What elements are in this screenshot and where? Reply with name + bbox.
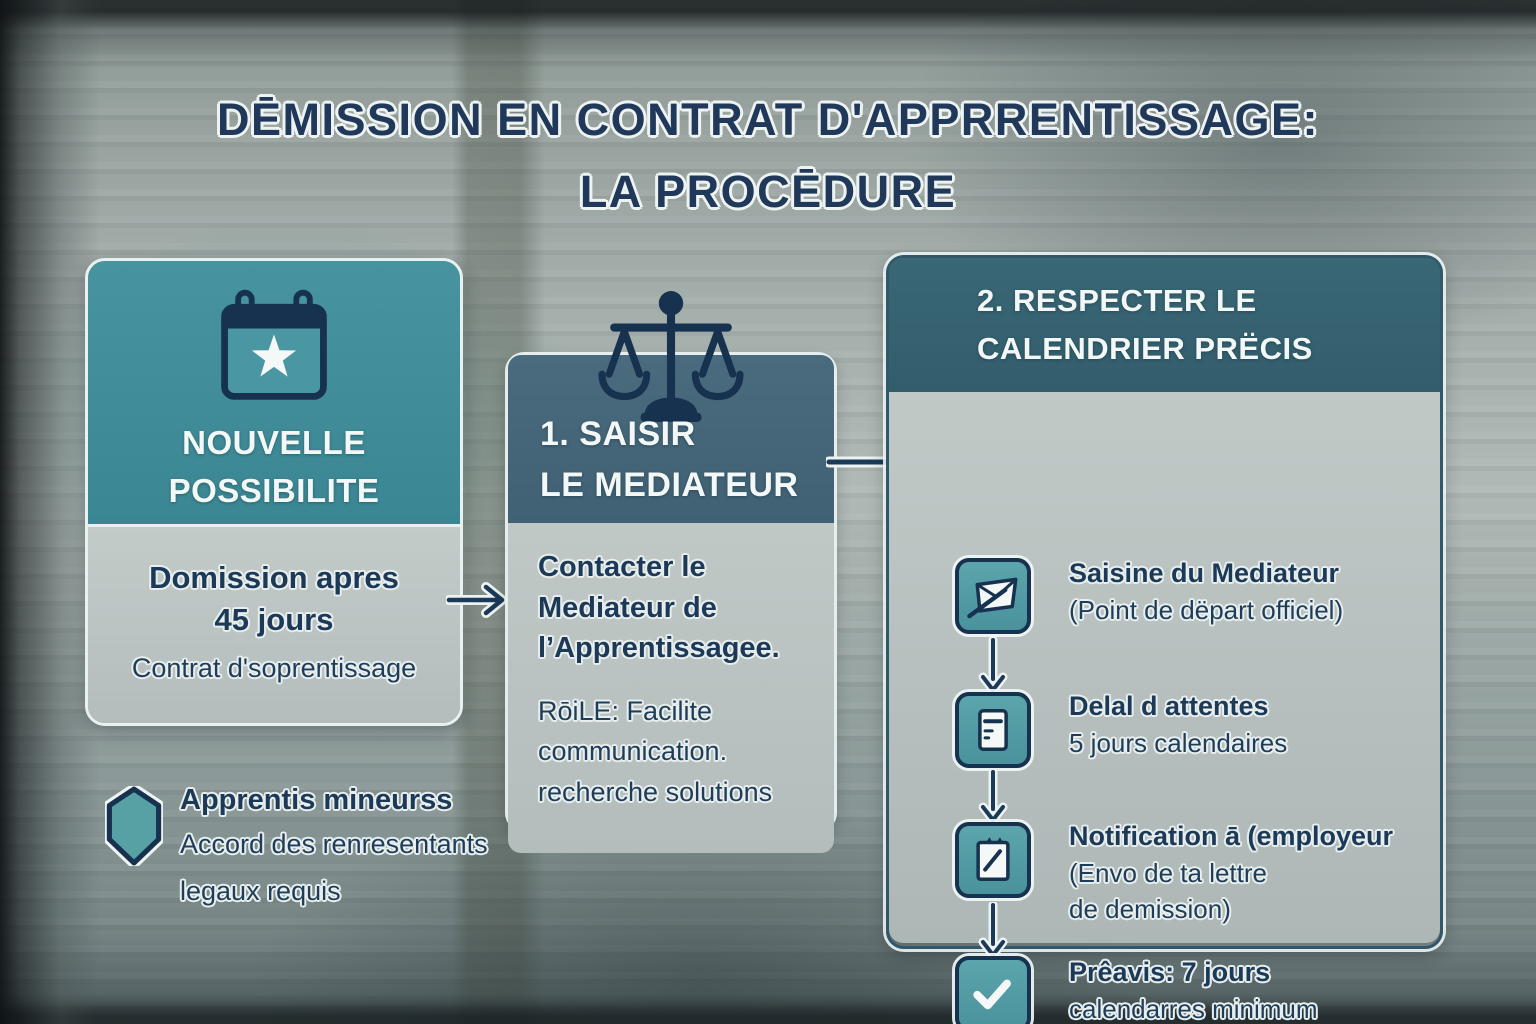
arrow-left-to-middle	[446, 582, 507, 618]
calendar-star-icon	[221, 289, 327, 400]
connector-arrow-2	[978, 770, 1008, 825]
left-card-title-line2: POSSIBILITE	[168, 471, 380, 509]
right-card-title-line1: 2. RESPECTER LE	[977, 282, 1257, 318]
connector-arrow-1	[978, 637, 1008, 695]
middle-card-title: 1. SAISIR LE MEDIATEUR	[540, 409, 798, 511]
step3-line2: de demission)	[1069, 893, 1231, 924]
document-icon	[978, 709, 1008, 751]
left-card-bold-text: Domission apres 45 jours	[88, 557, 460, 641]
step3-title: Notification ā (employeur	[1069, 821, 1394, 851]
left-card-title: NOUVELLE POSSIBILITE	[169, 419, 380, 515]
middle-card-title-line1: 1. SAISIR	[540, 415, 696, 453]
card-respecter-calendrier: 2. RESPECTER LE CALENDRIER PRËCIS Saisin…	[886, 255, 1443, 1024]
note-line1: Accord des renresentants	[180, 829, 488, 859]
middle-card-paragraph2-line3: recherche solutions	[538, 776, 773, 807]
right-card-title-line2: CALENDRIER PRËCIS	[977, 331, 1313, 366]
middle-card-paragraph2-line2: communication.	[538, 736, 728, 767]
step1-line1: (Point de dëpart officiel)	[1069, 594, 1344, 625]
left-card-header: NOUVELLE POSSIBILITE	[88, 261, 460, 524]
middle-card-title-line2: LE MEDIATEUR	[540, 466, 799, 504]
card-saisir-mediateur: 1. SAISIR LE MEDIATEUR Contacter le Medi…	[508, 291, 834, 853]
page-title-line1: DĒMISSION EN CONTRAT D'APPRRENTISSAGE:	[217, 94, 1319, 145]
left-card-body: Domission apres 45 jours Contrat d'sopre…	[88, 524, 460, 723]
left-card-bold-line1: Domission apres	[149, 560, 399, 595]
step2-title: Delal d attentes	[1069, 691, 1269, 721]
right-card-header: 2. RESPECTER LE CALENDRIER PRËCIS	[889, 258, 1440, 392]
note-line2: legaux requis	[180, 876, 341, 907]
step4-icon-box	[955, 956, 1031, 1024]
middle-card-paragraph2: RōiLE: Facilite communication. recherche…	[538, 691, 834, 813]
middle-card-paragraph1: Contacter le Mediateur de l’Apprentissag…	[538, 551, 780, 665]
right-card-title: 2. RESPECTER LE CALENDRIER PRËCIS	[977, 277, 1440, 373]
step4-text: Prêavis: 7 jours calendarres minimum	[1069, 954, 1318, 1024]
middle-card-body: Contacter le Mediateur de l’Apprentissag…	[508, 523, 834, 853]
hexagon-icon	[105, 786, 163, 866]
step2-line1: 5 jours calendaires	[1069, 727, 1288, 758]
step3-text: Notification ā (employeur (Envo de ta le…	[1069, 818, 1393, 928]
step1-text: Saisine du Mediateur (Point de dëpart of…	[1069, 555, 1343, 629]
left-card-title-line1: NOUVELLE	[182, 424, 366, 461]
clipboard-pencil-icon	[976, 837, 1010, 881]
note-title: Apprentis mineurss	[180, 784, 453, 816]
step2-icon-box	[955, 692, 1031, 768]
step1-icon-box	[955, 558, 1031, 634]
step3-line1: (Envo de ta lettre	[1069, 857, 1267, 888]
page-title-line2: LA PROCĒDURE	[579, 166, 957, 217]
middle-card-header: 1. SAISIR LE MEDIATEUR	[508, 291, 834, 523]
page-title: DĒMISSION EN CONTRAT D'APPRRENTISSAGE: L…	[0, 84, 1536, 228]
left-card-subtext: Contrat d'soprentissage	[131, 652, 417, 683]
step2-text: Delal d attentes 5 jours calendaires	[1069, 688, 1287, 762]
note-apprentis-mineurs: Apprentis mineurss Accord des renresenta…	[180, 784, 488, 911]
step4-title: Prêavis: 7 jours	[1069, 957, 1271, 987]
right-card-body: Saisine du Mediateur (Point de dëpart of…	[889, 392, 1440, 1024]
scales-of-justice-icon	[598, 291, 744, 422]
card-nouvelle-possibilite: NOUVELLE POSSIBILITE Domission apres 45 …	[85, 258, 463, 726]
step3-icon-box	[955, 822, 1031, 898]
left-card-bold-line2: 45 jours	[214, 601, 334, 637]
checkmark-icon	[973, 979, 1011, 1010]
envelope-send-icon	[967, 577, 1018, 619]
middle-card-paragraph2-line1: RōiLE: Facilite	[538, 695, 713, 726]
step1-title: Saisine du Mediateur	[1069, 558, 1340, 588]
step4-line1: calendarres minimum	[1069, 993, 1318, 1024]
connector-arrow-3	[978, 902, 1008, 960]
